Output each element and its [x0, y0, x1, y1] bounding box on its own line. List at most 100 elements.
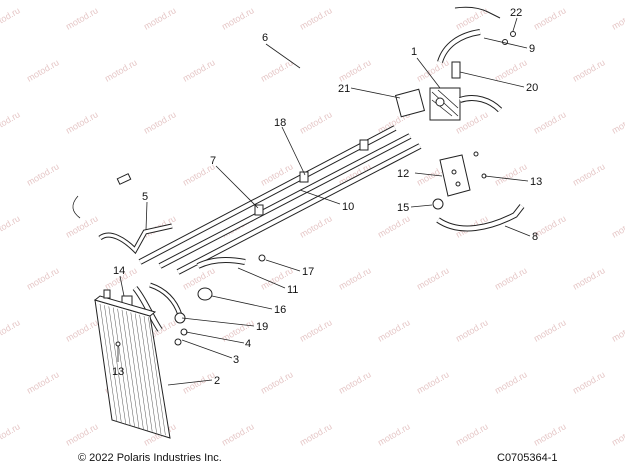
watermark-text: motod.ru [0, 421, 22, 447]
watermark-text: motod.ru [220, 5, 256, 31]
radiator-fin [112, 307, 131, 426]
watermark-text: motod.ru [298, 5, 334, 31]
radiator-fin [108, 306, 127, 425]
watermark-text: motod.ru [298, 317, 334, 343]
watermark-text: motod.ru [454, 317, 490, 343]
hose-6 [72, 3, 501, 219]
watermark-text: motod.ru [64, 213, 100, 239]
callout-3: 3 [233, 354, 239, 366]
watermark-text: motod.ru [454, 5, 490, 31]
watermark-text: motod.ru [376, 317, 412, 343]
screw-13-top [473, 151, 479, 157]
watermark-text: motod.ru [103, 57, 139, 83]
hose-8 [436, 204, 525, 232]
radiator-fin [148, 317, 166, 436]
radiator-fin [104, 305, 122, 424]
watermark-text: motod.ru [493, 57, 529, 83]
watermark-text: motod.ru [64, 5, 100, 31]
radiator-fin [99, 303, 118, 423]
clip-17 [258, 254, 266, 262]
radiator-fin [139, 314, 157, 433]
watermark-text: motod.ru [532, 5, 568, 31]
callout-13-lower: 13 [112, 366, 124, 378]
leader-lines [117, 17, 531, 386]
watermark-text: motod.ru [337, 265, 373, 291]
radiator-fittings [121, 282, 188, 346]
watermark-text: motod.ru [25, 369, 61, 395]
copyright-text: © 2022 Polaris Industries Inc. [78, 452, 222, 464]
watermark-text: motod.ru [25, 161, 61, 187]
callout-9: 9 [529, 43, 535, 55]
callout-15: 15 [397, 202, 409, 214]
radiator-2 [93, 289, 171, 439]
clamp-15 [432, 198, 444, 210]
watermark-text: motod.ru [298, 421, 334, 447]
watermark-text: motod.ru [415, 369, 451, 395]
radiator-fins [99, 303, 166, 436]
watermark-text: motod.ru [415, 57, 451, 83]
callout-4: 4 [245, 338, 251, 350]
bracket-12 [439, 154, 471, 197]
watermark-text: motod.ru [337, 369, 373, 395]
watermark-text: motod.ru [376, 213, 412, 239]
radiator-fin [121, 309, 140, 429]
callout-18: 18 [274, 117, 286, 129]
watermark-text: motod.ru [298, 109, 334, 135]
radiator-fin [143, 315, 162, 435]
watermark-text: motod.ru [64, 421, 100, 447]
watermark-text: motod.ru [532, 109, 568, 135]
watermark-text: motod.ru [493, 161, 529, 187]
watermark-text: motod.ru [571, 57, 607, 83]
watermark-text: motod.ru [415, 265, 451, 291]
radiator-fin [126, 311, 144, 430]
watermark-text: motod.ru [493, 265, 529, 291]
radiator-fin [134, 313, 153, 432]
callout-13-upper: 13 [530, 176, 542, 188]
watermark-text: motod.ru [610, 317, 625, 343]
callout-22: 22 [510, 7, 522, 19]
watermark-text: motod.ru [610, 5, 625, 31]
watermark-text: motod.ru [454, 421, 490, 447]
callout-16: 16 [274, 304, 286, 316]
drawing-number: C0705364-1 [497, 452, 558, 464]
watermark-text: motod.ru [571, 265, 607, 291]
watermark-text: motod.ru [376, 421, 412, 447]
watermark-text: motod.ru [298, 213, 334, 239]
watermark-text: motod.ru [64, 109, 100, 135]
watermark-text: motod.ru [0, 5, 22, 31]
hose-5 [98, 223, 173, 255]
watermark-text: motod.ru [493, 369, 529, 395]
watermark-text: motod.ru [142, 109, 178, 135]
callout-12: 12 [397, 168, 409, 180]
watermark-text: motod.ru [220, 421, 256, 447]
watermark-text: motod.ru [181, 57, 217, 83]
radiator-fin [130, 312, 149, 431]
callout-10: 10 [342, 201, 354, 213]
hose-9 [437, 29, 481, 64]
valve-assembly-1-21 [394, 87, 503, 121]
callout-1: 1 [411, 46, 417, 58]
watermark-text: motod.ru [259, 369, 295, 395]
callout-11: 11 [287, 284, 298, 296]
watermark-text: motod.ru [532, 421, 568, 447]
callout-6: 6 [262, 32, 268, 44]
pipes-7-10-18 [138, 125, 422, 275]
clamp-16 [197, 287, 213, 301]
callout-7: 7 [210, 155, 216, 167]
fitting-20 [451, 61, 461, 79]
watermark-text: motod.ru [610, 421, 625, 447]
callout-17: 17 [302, 266, 314, 278]
watermark-text: motod.ru [25, 265, 61, 291]
watermark-text: motod.ru [25, 57, 61, 83]
watermark-text: motod.ru [64, 317, 100, 343]
callout-5: 5 [142, 191, 148, 203]
watermark-text: motod.ru [571, 369, 607, 395]
screw-22 [510, 31, 516, 37]
watermark-text: motod.ru [571, 161, 607, 187]
nut-22 [502, 39, 508, 45]
callout-19: 19 [256, 321, 268, 333]
watermark-text: motod.ru [610, 109, 625, 135]
hose-11 [196, 256, 246, 269]
radiator-fin [117, 308, 135, 427]
